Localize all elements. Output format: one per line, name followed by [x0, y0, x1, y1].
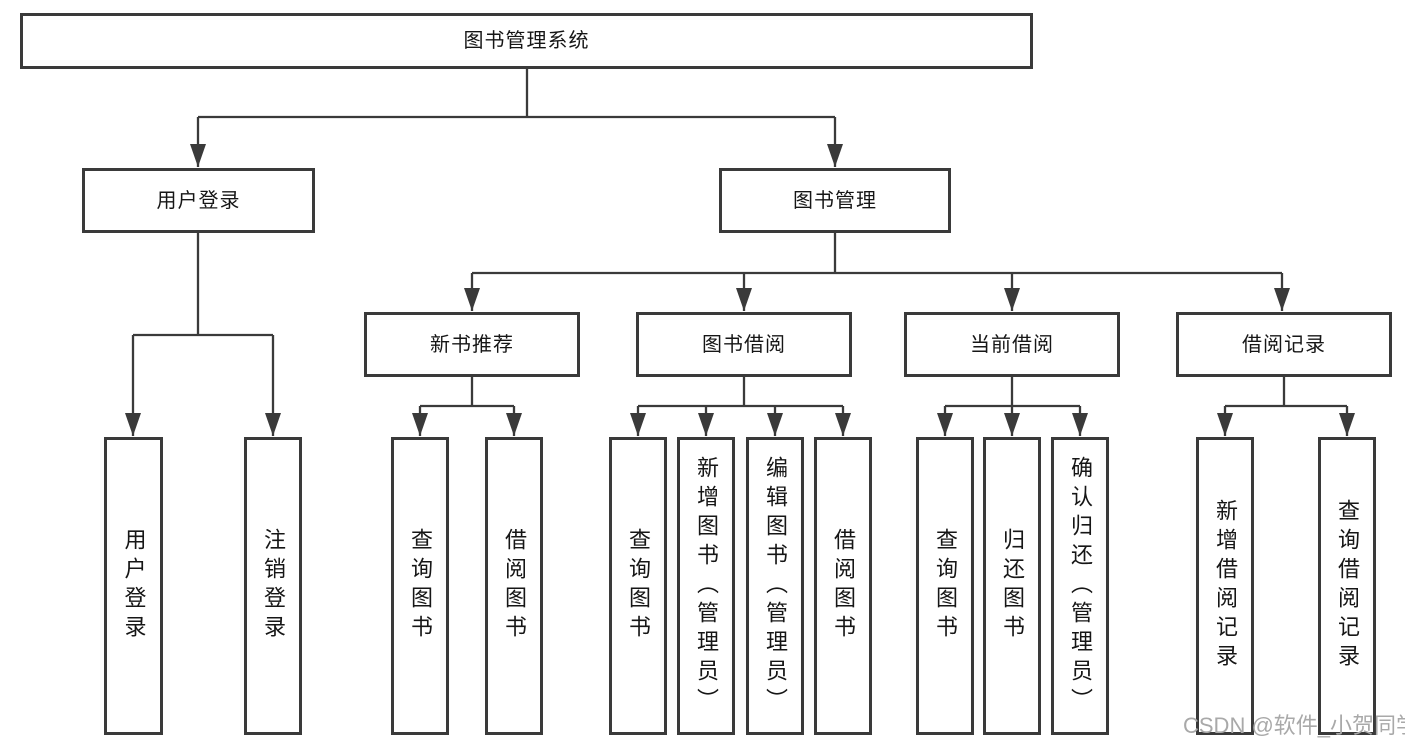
leaf-query-book-borrow: 查询图书: [609, 437, 667, 735]
leaf-add-borrow-record: 新增借阅记录: [1196, 437, 1254, 735]
leaf-add-book-admin: 新增图书（管理员）: [677, 437, 735, 735]
csdn-watermark: CSDN @软件_小贺同学: [1183, 713, 1405, 738]
leaf-borrow-book-recommend: 借阅图书: [485, 437, 543, 735]
node-root-library-system: 图书管理系统: [20, 13, 1033, 69]
leaf-confirm-return-admin: 确认归还（管理员）: [1051, 437, 1109, 735]
node-new-book-recommend: 新书推荐: [364, 312, 580, 377]
leaf-edit-book-admin: 编辑图书（管理员）: [746, 437, 804, 735]
leaf-return-book: 归还图书: [983, 437, 1041, 735]
leaf-query-book-recommend: 查询图书: [391, 437, 449, 735]
leaf-logout: 注销登录: [244, 437, 302, 735]
leaf-query-borrow-record: 查询借阅记录: [1318, 437, 1376, 735]
node-current-borrow: 当前借阅: [904, 312, 1120, 377]
leaf-query-book-current: 查询图书: [916, 437, 974, 735]
node-book-borrow: 图书借阅: [636, 312, 852, 377]
leaf-borrow-book: 借阅图书: [814, 437, 872, 735]
node-book-management: 图书管理: [719, 168, 951, 233]
node-user-login: 用户登录: [82, 168, 315, 233]
leaf-user-login: 用户登录: [104, 437, 163, 735]
node-borrow-records: 借阅记录: [1176, 312, 1392, 377]
